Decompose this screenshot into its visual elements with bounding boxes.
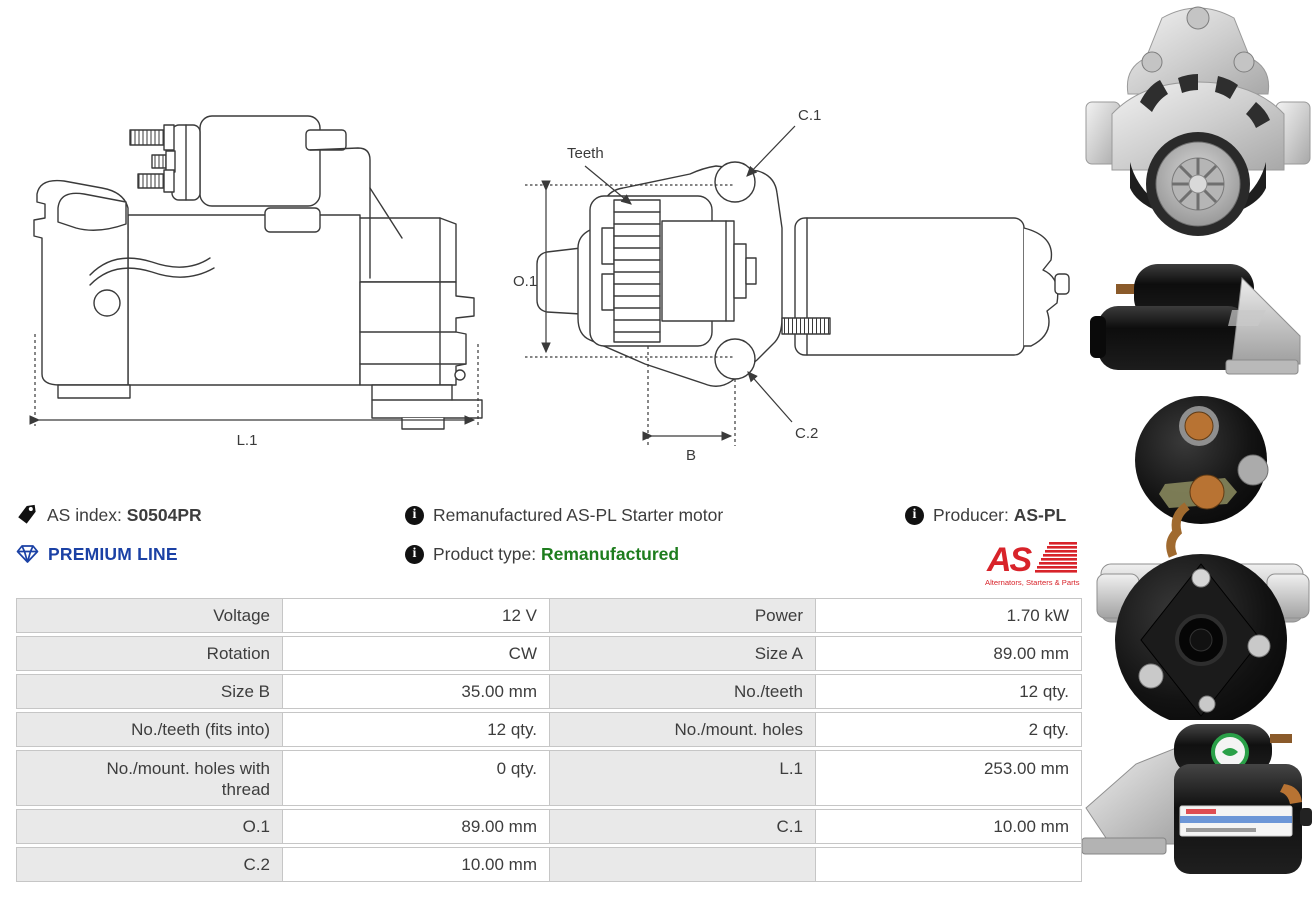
spec-row-sizeb-teeth: Size B 35.00 mm No./teeth 12 qty.	[16, 674, 1082, 709]
product-type-value: Remanufactured	[541, 543, 680, 564]
spec-label-empty	[549, 847, 816, 882]
starter-angle-view-photo	[1078, 712, 1316, 898]
info-icon: i	[405, 505, 424, 525]
info-icon: i	[905, 505, 924, 525]
producer-value: AS-PL	[1013, 504, 1067, 525]
spec-row-c2-empty: C.2 10.00 mm	[16, 847, 1082, 882]
product-info-bar: AS index: S0504PR PREMIUM LINE	[16, 502, 1082, 594]
spec-label: Power	[549, 598, 816, 633]
producer-line: i Producer: AS-PL	[905, 502, 1082, 528]
spec-label: No./teeth	[549, 674, 816, 709]
side-view-svg: L.1	[29, 115, 483, 449]
dim-label-c2: C.2	[795, 425, 818, 442]
technical-drawing-side-view: L.1	[10, 78, 490, 458]
spec-value: 1.70 kW	[815, 598, 1082, 633]
spec-label: Rotation	[16, 636, 283, 671]
spec-value: 12 qty.	[815, 674, 1082, 709]
spec-row-threadholes-l1: No./mount. holes with thread 0 qty. L.1 …	[16, 750, 1082, 806]
info-col-index: AS index: S0504PR PREMIUM LINE	[16, 502, 405, 594]
technical-drawing-front-view: O.1 B C.1 C.2 Teeth	[495, 78, 1075, 478]
spec-row-rotation-sizea: Rotation CW Size A 89.00 mm	[16, 636, 1082, 671]
spec-label: Size A	[549, 636, 816, 671]
spec-value: 89.00 mm	[815, 636, 1082, 671]
spec-value: 0 qty.	[282, 750, 550, 806]
spec-value: 10.00 mm	[282, 847, 550, 882]
spec-label: C.2	[16, 847, 283, 882]
spec-row-voltage-power: Voltage 12 V Power 1.70 kW	[16, 598, 1082, 633]
info-col-description: i Remanufactured AS-PL Starter motor i P…	[405, 502, 905, 594]
as-index-label: AS index:	[47, 504, 122, 525]
premium-line-label: PREMIUM LINE	[48, 543, 178, 564]
dim-label-o1: O.1	[513, 273, 537, 290]
spec-label: Voltage	[16, 598, 283, 633]
front-view-svg: O.1 B C.1 C.2 Teeth	[513, 107, 1070, 464]
diamond-icon	[16, 543, 39, 565]
as-logo-tagline: Alternators, Starters & Parts	[985, 578, 1080, 587]
as-pl-logo: AS Alternators, Starters & Parts	[985, 537, 1082, 594]
product-type-line: i Product type: Remanufactured	[405, 541, 905, 567]
spec-value: 2 qty.	[815, 712, 1082, 747]
spec-label: Size B	[16, 674, 283, 709]
specification-table: Voltage 12 V Power 1.70 kW Rotation CW S…	[16, 598, 1082, 885]
dim-label-c1: C.1	[798, 107, 821, 124]
spec-label: No./teeth (fits into)	[16, 712, 283, 747]
dim-label-b: B	[686, 447, 696, 464]
premium-line: PREMIUM LINE	[16, 541, 405, 567]
producer-label: Producer:	[933, 504, 1009, 525]
as-index-value: S0504PR	[126, 504, 202, 525]
dim-label-l1: L.1	[237, 432, 258, 449]
spec-label: No./mount. holes with thread	[16, 750, 283, 806]
spec-value: 10.00 mm	[815, 809, 1082, 844]
spec-value: CW	[282, 636, 550, 671]
spec-row-teethfits-mountholes: No./teeth (fits into) 12 qty. No./mount.…	[16, 712, 1082, 747]
spec-label: C.1	[549, 809, 816, 844]
spec-label: O.1	[16, 809, 283, 844]
spec-value-empty	[815, 847, 1082, 882]
as-logo-text: AS	[986, 541, 1033, 579]
info-icon: i	[405, 544, 424, 564]
tag-icon	[16, 504, 38, 526]
starter-solenoid-side-photo	[1082, 250, 1314, 388]
spec-label: No./mount. holes	[549, 712, 816, 747]
spec-value: 253.00 mm	[815, 750, 1082, 806]
spec-label: L.1	[549, 750, 816, 806]
starter-rear-view-photo	[1095, 388, 1315, 726]
spec-value: 35.00 mm	[282, 674, 550, 709]
spec-value: 12 V	[282, 598, 550, 633]
description-line: i Remanufactured AS-PL Starter motor	[405, 502, 905, 528]
info-col-producer: i Producer: AS-PL	[905, 502, 1082, 594]
starter-front-view-photo	[1082, 2, 1314, 250]
teeth-label: Teeth	[567, 145, 604, 162]
spec-value: 12 qty.	[282, 712, 550, 747]
spec-row-o1-c1: O.1 89.00 mm C.1 10.00 mm	[16, 809, 1082, 844]
as-index-line: AS index: S0504PR	[16, 502, 405, 528]
product-description: Remanufactured AS-PL Starter motor	[433, 504, 724, 525]
product-type-label: Product type:	[433, 543, 537, 564]
spec-value: 89.00 mm	[282, 809, 550, 844]
